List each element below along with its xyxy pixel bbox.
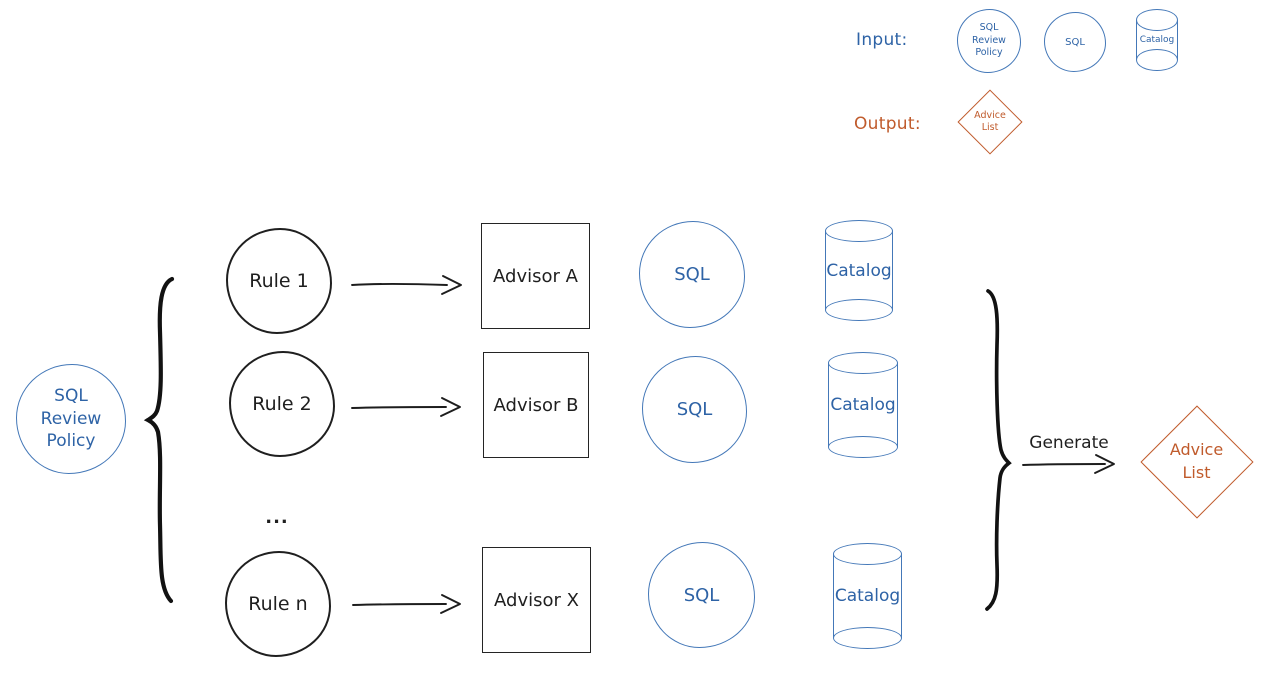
sql-label-rown: SQL [683,584,720,606]
rule-1-circle: Rule 1 [226,228,332,334]
right-curly-brace [985,289,1012,611]
cylinder-bottom-ellipse [825,299,893,321]
advisor-x-label: Advisor X [494,589,579,611]
catalog-label-row2: Catalog [830,395,896,415]
arrow-rule1-advisor-a [351,275,462,295]
catalog-cylinder-rown: Catalog [833,543,902,649]
rule-1-label: Rule 1 [249,270,309,292]
sql-circle-row1: SQL [639,221,745,328]
legend-output-advice-diamond: Advice List [957,89,1023,155]
cylinder-sides [1136,20,1178,60]
legend-input-sql-label: SQL [1065,36,1085,48]
advisor-a-label: Advisor A [493,265,578,287]
cylinder-sides [833,554,902,638]
cylinder-sides [828,363,898,447]
advisor-b-label: Advisor B [493,394,579,416]
advice-list-diamond: Advice List [1139,404,1254,519]
arrow-rule2-advisor-b [351,397,461,417]
cylinder-bottom-ellipse [828,436,898,458]
rule-2-circle: Rule 2 [229,351,335,457]
legend-input-catalog-label: Catalog [1139,35,1175,45]
catalog-label-row1: Catalog [826,260,892,281]
advice-list-label: Advice List [1169,440,1224,482]
left-curly-brace [143,276,175,604]
sql-circle-row2: SQL [642,356,747,463]
rule-n-label: Rule n [248,593,308,615]
rule-2-label: Rule 2 [252,393,312,415]
cylinder-sides [825,231,893,310]
sql-label-row1: SQL [674,264,710,285]
legend-input-catalog-cylinder: Catalog [1136,9,1178,71]
arrow-generate [1022,454,1115,474]
policy-label: SQL Review Policy [40,385,102,452]
legend-input-label: Input: [856,30,908,50]
legend-input-policy-label: SQL Review Policy [972,22,1006,59]
legend-input-policy-circle: SQL Review Policy [957,9,1021,73]
catalog-cylinder-row1: Catalog [825,220,893,321]
rules-ellipsis: ... [265,506,289,528]
sql-circle-rown: SQL [648,542,755,648]
advisor-a-box: Advisor A [481,223,590,329]
legend-input-sql-circle: SQL [1044,12,1106,72]
legend-output-advice-label: Advice List [974,109,1006,133]
catalog-cylinder-row2: Catalog [828,352,898,458]
arrow-rulen-advisor-x [352,594,461,614]
advisor-b-box: Advisor B [483,352,589,458]
catalog-label-rown: Catalog [834,586,901,606]
policy-circle: SQL Review Policy [16,364,126,474]
sql-label-row2: SQL [676,399,713,420]
rule-n-circle: Rule n [225,551,331,657]
generate-label: Generate [1029,433,1109,453]
cylinder-bottom-ellipse [833,627,902,649]
cylinder-bottom-ellipse [1136,49,1178,71]
advisor-x-box: Advisor X [482,547,591,653]
legend-output-label: Output: [854,114,921,134]
